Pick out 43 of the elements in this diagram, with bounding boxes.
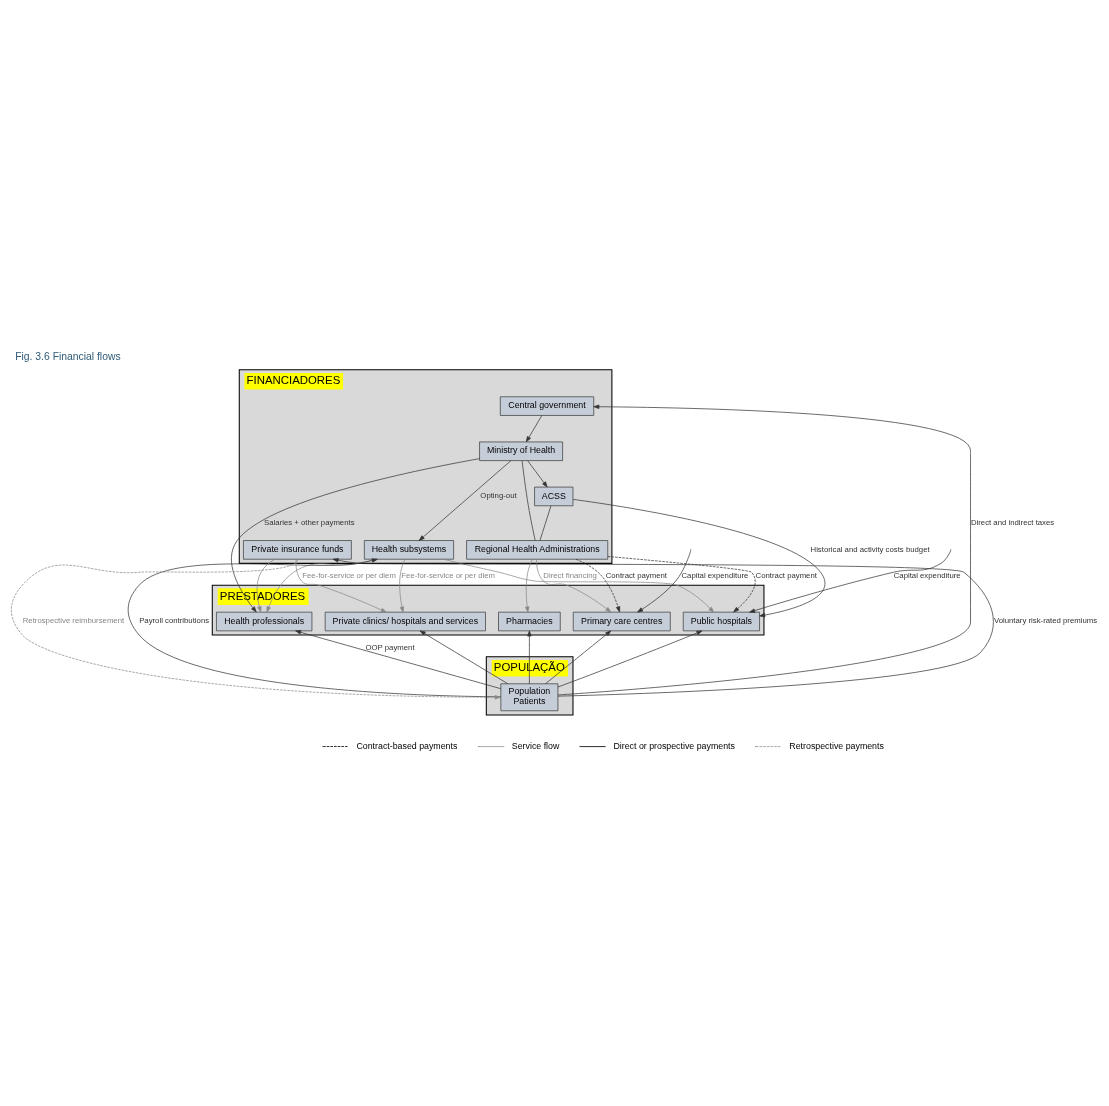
node-box: Pharmacies [498, 611, 561, 632]
legend-label: Direct or prospective payments [613, 740, 735, 751]
arrow [10, 559, 501, 700]
diagram-title: Fig. 3.6 Financial flows [15, 351, 121, 363]
arrow [637, 550, 692, 613]
node-box: Population Patients [500, 683, 559, 712]
arrow [256, 558, 275, 613]
arrow [332, 558, 994, 697]
node-box: Public hospitals [682, 611, 760, 632]
arrow [607, 556, 756, 613]
node-box: Private clinics/ hospitals and services [324, 611, 486, 632]
node-box: Regional Health Administrations [466, 540, 609, 560]
arrow [536, 558, 612, 613]
arrow [749, 550, 952, 613]
legend-label: Retrospective payments [789, 740, 884, 751]
arrow [295, 558, 387, 613]
node-box: Health subsystems [363, 540, 454, 560]
arrow [295, 630, 502, 690]
arrow [418, 460, 512, 541]
node-box: Private insurance funds [243, 540, 352, 560]
arrow [527, 460, 548, 488]
arrow [127, 558, 502, 698]
node-box: Ministry of Health [479, 441, 563, 461]
connector [539, 505, 552, 541]
node-box: Central government [499, 396, 595, 416]
node-box: Health professionals [216, 611, 313, 632]
arrow [399, 558, 406, 613]
connector [521, 460, 536, 541]
arrow [527, 630, 532, 685]
legend-label: Contract-based payments [356, 740, 458, 751]
arrow [545, 630, 612, 685]
node-box: Primary care centres [572, 611, 671, 632]
arrow [231, 458, 480, 613]
arrow [525, 558, 533, 613]
arrow [572, 499, 826, 618]
legend-label: Service flow [511, 740, 560, 751]
arrow [557, 630, 703, 688]
arrow [419, 630, 509, 685]
arrow [525, 415, 543, 443]
node-box: ACSS [534, 486, 574, 507]
arrow [443, 558, 715, 613]
arrow [575, 558, 621, 613]
arrow [557, 404, 971, 696]
